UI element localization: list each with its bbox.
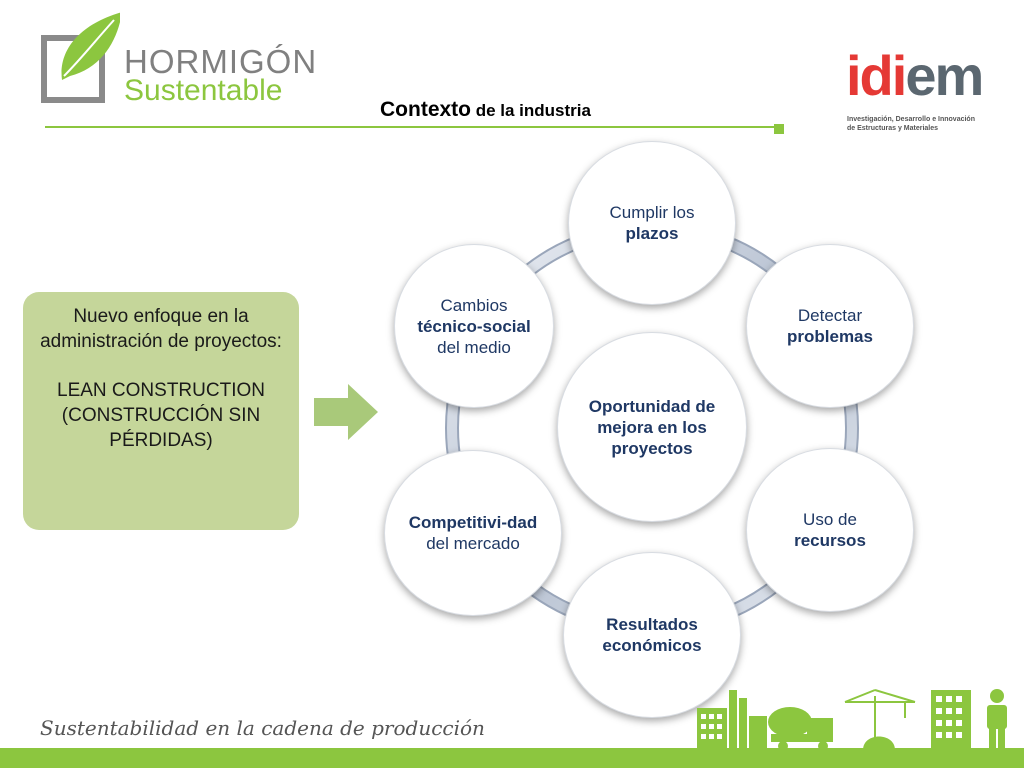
node-problemas-text: Detectar bbox=[797, 306, 863, 325]
lean-construction-panel bbox=[23, 292, 299, 530]
node-resultados-economicos: Resultados económicos bbox=[563, 552, 741, 718]
title-underline bbox=[45, 124, 784, 134]
node-cambios-tecnico-social: Cambios técnico-social del medio bbox=[394, 244, 554, 408]
person-icon bbox=[987, 689, 1007, 750]
node-cumplir-plazos: Cumplir los plazos bbox=[568, 141, 736, 305]
partner-subtitle-line2: de Estructuras y Materiales bbox=[847, 125, 939, 132]
city-industry-icons bbox=[697, 689, 1007, 750]
node-competitividad-text: del mercado bbox=[426, 534, 520, 553]
node-cambios-text: Cambios bbox=[440, 295, 508, 315]
node-resultados-bold: Resultados económicos bbox=[602, 615, 702, 655]
center-node-opportunity: Oportunidad de mejora en los proyectos bbox=[557, 332, 747, 522]
partner-logo-subtitle: Investigación, Desarrollo e Innovación d… bbox=[847, 115, 975, 133]
partner-logo: idiem bbox=[846, 44, 984, 107]
lean-construction-text: Nuevo enfoque en la administración de pr… bbox=[33, 304, 289, 453]
right-arrow-icon bbox=[314, 384, 378, 440]
node-plazos-bold: plazos bbox=[625, 224, 679, 243]
node-problemas-bold: problemas bbox=[787, 327, 873, 346]
concrete-mixer-icon bbox=[768, 707, 833, 750]
node-detectar-problemas: Detectar problemas bbox=[746, 244, 914, 408]
node-uso-recursos: Uso de recursos bbox=[746, 448, 914, 612]
logo-text-hormigon: HORMIGÓN bbox=[124, 43, 318, 80]
panel-line-lean: LEAN CONSTRUCTION (CONSTRUCCIÓN SIN PÉRD… bbox=[57, 380, 265, 451]
factory-icon bbox=[697, 690, 767, 750]
hard-hat-icon bbox=[863, 736, 895, 750]
footer-tagline: Sustentabilidad en la cadena de producci… bbox=[40, 716, 485, 740]
leaf-logo-icon bbox=[41, 12, 120, 103]
node-cambios-bold: técnico-social bbox=[417, 316, 531, 336]
slide-title-main: Contexto bbox=[380, 98, 471, 121]
slide-title-rest: de la industria bbox=[471, 101, 591, 120]
logo-text-sustentable: Sustentable bbox=[124, 74, 283, 107]
node-competitividad-bold: Competitivi-dad bbox=[408, 513, 538, 532]
footer-bar bbox=[0, 748, 1024, 768]
node-cambios-text-end: del medio bbox=[437, 337, 511, 357]
partner-subtitle-line1: Investigación, Desarrollo e Innovación bbox=[847, 116, 975, 123]
panel-line-approach: Nuevo enfoque en la administración de pr… bbox=[40, 306, 282, 352]
node-recursos-text: Uso de bbox=[803, 510, 857, 529]
center-node-label: Oportunidad de mejora en los proyectos bbox=[588, 396, 716, 458]
slide-title: Contexto de la industria bbox=[380, 98, 591, 122]
node-plazos-text: Cumplir los bbox=[609, 203, 695, 222]
node-competitividad: Competitivi-dad del mercado bbox=[384, 450, 562, 616]
node-recursos-bold: recursos bbox=[794, 531, 866, 550]
